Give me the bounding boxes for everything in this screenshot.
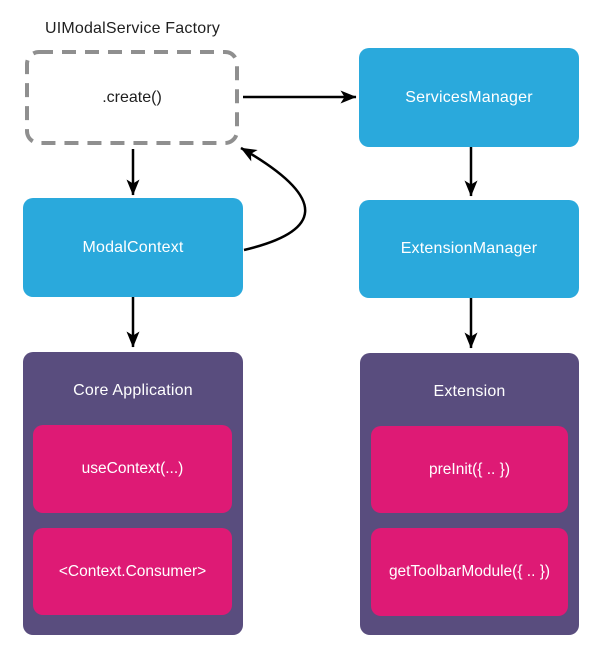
- method-context-consumer: <Context.Consumer>: [33, 528, 232, 615]
- node-modal-context: ModalContext: [23, 198, 243, 297]
- node-extension: Extension preInit({ .. }) getToolbarModu…: [360, 353, 579, 635]
- node-create: .create(): [27, 52, 237, 143]
- node-create-label: .create(): [102, 88, 162, 106]
- method-preinit: preInit({ .. }): [371, 426, 568, 513]
- node-services-manager: ServicesManager: [359, 48, 579, 147]
- edge-modalcontext-to-create-curved: [240, 146, 307, 252]
- method-usecontext-label: useContext(...): [81, 460, 184, 477]
- node-extension-label: Extension: [433, 383, 506, 400]
- diagram-title: UIModalService Factory: [44, 20, 221, 37]
- node-extension-manager-label: ExtensionManager: [400, 240, 538, 257]
- method-gettoolbarmodule-label: getToolbarModule({ .. }): [388, 563, 551, 580]
- method-preinit-label: preInit({ .. }): [429, 460, 510, 478]
- node-modal-context-label: ModalContext: [82, 238, 184, 256]
- node-core-application: Core Application useContext(...) <Contex…: [23, 352, 243, 635]
- factory-dashed-border: [25, 50, 239, 145]
- method-usecontext: useContext(...): [33, 425, 232, 513]
- method-context-consumer-label: <Context.Consumer>: [58, 562, 207, 580]
- node-services-manager-label: ServicesManager: [405, 88, 533, 106]
- node-extension-manager: ExtensionManager: [359, 200, 579, 298]
- node-core-application-label: Core Application: [73, 382, 193, 399]
- method-gettoolbarmodule: getToolbarModule({ .. }): [371, 528, 568, 616]
